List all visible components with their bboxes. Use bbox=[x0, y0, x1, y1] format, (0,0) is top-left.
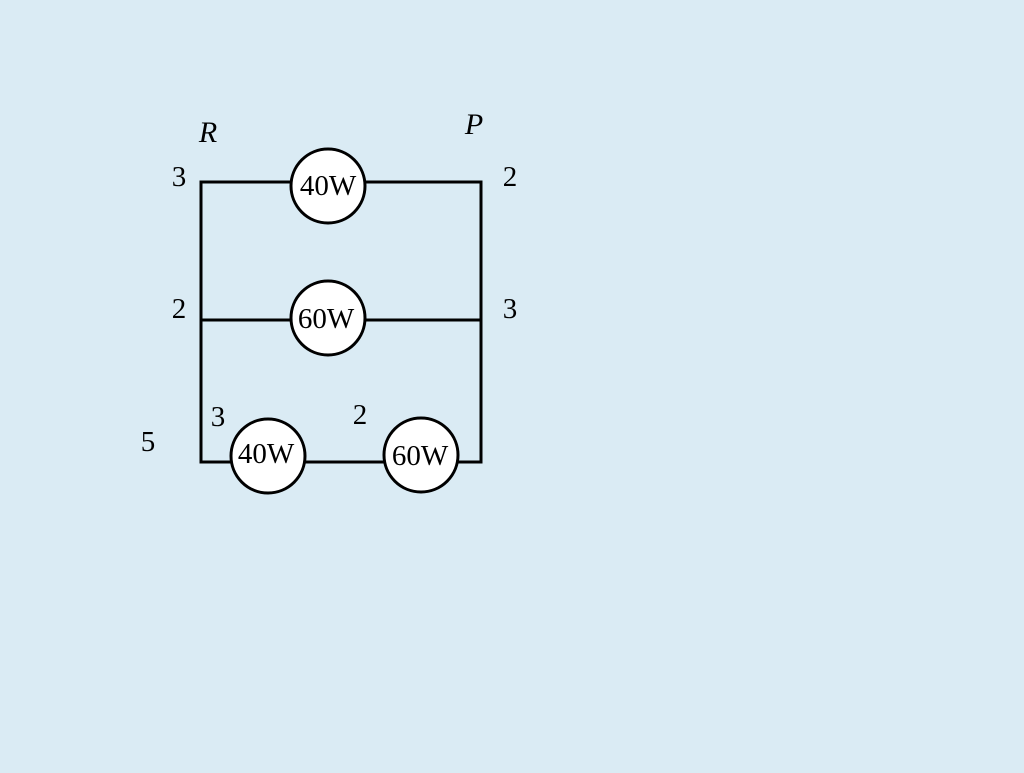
bulb-middle: 60W bbox=[289, 279, 367, 357]
number-middle-left: 2 bbox=[172, 293, 187, 325]
number-between-bulbs: 2 bbox=[353, 399, 368, 431]
bulb-top: 40W bbox=[289, 147, 367, 225]
bulb-middle-circle bbox=[289, 279, 367, 357]
number-bottom-left-bulb: 3 bbox=[211, 401, 226, 433]
bulb-bottom-left-circle bbox=[229, 417, 307, 495]
number-outer-left: 5 bbox=[141, 426, 156, 458]
number-top-left: 3 bbox=[172, 161, 187, 193]
number-middle-right: 3 bbox=[503, 293, 518, 325]
bulb-bottom-right-label: 60W bbox=[392, 440, 449, 472]
bulb-bottom-right-circle bbox=[382, 416, 460, 494]
node-label-p: P bbox=[464, 108, 483, 141]
node-label-r: R bbox=[198, 116, 217, 149]
bulb-top-label: 40W bbox=[300, 170, 357, 202]
bulb-top-circle bbox=[289, 147, 367, 225]
bulb-bottom-left: 40W bbox=[229, 417, 307, 495]
outer-loop-wire bbox=[199, 180, 483, 464]
bulb-bottom-right: 60W bbox=[382, 416, 460, 494]
bulb-middle-label: 60W bbox=[298, 303, 355, 335]
number-top-right: 2 bbox=[503, 161, 518, 193]
bulb-bottom-left-label: 40W bbox=[238, 438, 295, 470]
